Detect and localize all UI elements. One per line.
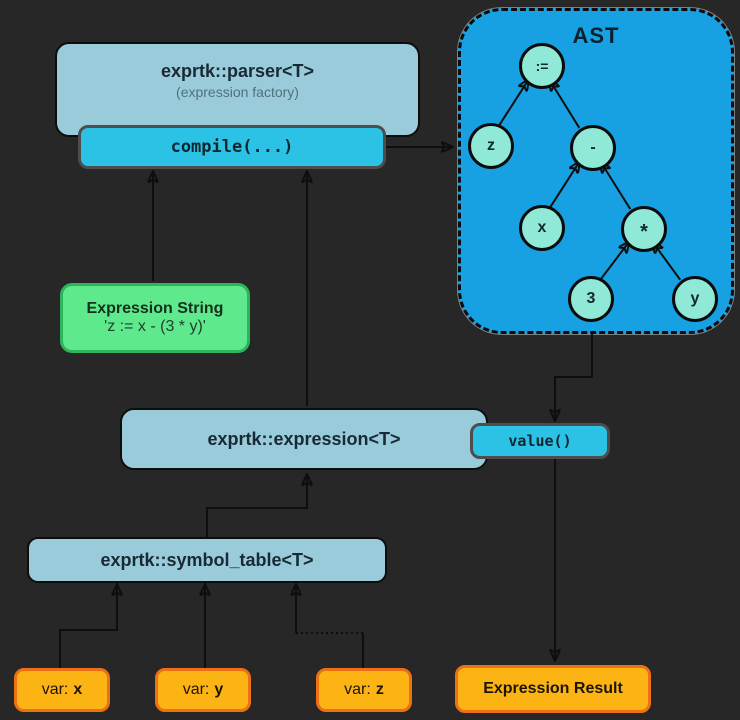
ast-node-label: - xyxy=(590,139,596,156)
arrow-symboltable-to-expression xyxy=(206,475,307,537)
expression-box: exprtk::expression<T> xyxy=(120,408,488,470)
expression-result-box: Expression Result xyxy=(455,665,651,713)
arrow-var-x-to-symboltable xyxy=(59,585,117,668)
ast-node-z: z xyxy=(468,123,514,169)
parser-subtitle: (expression factory) xyxy=(176,84,299,100)
ast-node-mul: * xyxy=(621,206,667,252)
parser-title: exprtk::parser<T> xyxy=(160,61,315,81)
expression-string-box: Expression String 'z := x - (3 * y)' xyxy=(60,283,250,353)
var-name: z xyxy=(375,681,384,698)
compile-button: compile(...) xyxy=(78,125,386,169)
symbol-table-title: exprtk::symbol_table<T> xyxy=(100,549,314,570)
ast-node-x: x xyxy=(519,205,565,251)
var-y-box: var: y xyxy=(155,668,251,712)
ast-title: AST xyxy=(572,23,620,48)
arrow-ast-to-value xyxy=(555,334,593,420)
var-name: x xyxy=(73,681,83,698)
parser-box: exprtk::parser<T> (expression factory) xyxy=(55,42,420,137)
ast-node-label: z xyxy=(487,137,495,154)
var-prefix: var: xyxy=(41,681,69,698)
compile-label: compile(...) xyxy=(170,137,294,157)
ast-node-label: x xyxy=(537,219,547,236)
ast-node-assign: := xyxy=(519,43,565,89)
symbol-table-box: exprtk::symbol_table<T> xyxy=(27,537,387,583)
ast-node-y: y xyxy=(672,276,718,322)
var-prefix: var: xyxy=(344,681,371,698)
var-z-box: var: z xyxy=(316,668,412,712)
expression-title: exprtk::expression<T> xyxy=(207,428,401,449)
expression-string-title: Expression String xyxy=(86,300,224,317)
ast-node-label: * xyxy=(640,220,648,243)
ast-node-minus: - xyxy=(570,125,616,171)
var-prefix: var: xyxy=(182,681,210,698)
var-x-box: var: x xyxy=(14,668,110,712)
value-button: value() xyxy=(470,423,610,459)
ast-node-three: 3 xyxy=(568,276,614,322)
ast-node-label: y xyxy=(690,290,700,307)
ast-node-label: := xyxy=(535,58,549,74)
expression-result-label: Expression Result xyxy=(483,680,623,697)
value-label: value() xyxy=(508,432,572,450)
expression-string-value: 'z := x - (3 * y)' xyxy=(104,318,206,335)
ast-node-label: 3 xyxy=(586,290,596,307)
var-name: y xyxy=(214,681,224,698)
